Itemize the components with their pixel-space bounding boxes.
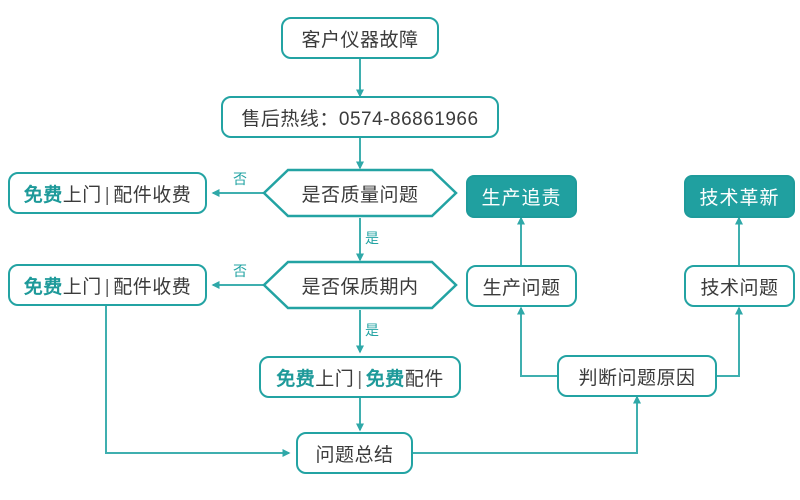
charge-parts-2-part-1: 上门 bbox=[62, 276, 102, 298]
edge-diagnose-to-production bbox=[517, 306, 557, 377]
free-all-part-0: 免费 bbox=[276, 368, 316, 390]
hexagon-shape-warranty bbox=[262, 260, 458, 310]
node-diagnose-label: 判断问题原因 bbox=[578, 367, 696, 389]
node-customer-fault[interactable]: 客户仪器故障 bbox=[281, 17, 439, 59]
edge-summary-to-diagnose bbox=[413, 395, 641, 454]
node-production-accountability[interactable]: 生产追责 bbox=[466, 175, 577, 218]
node-is-warranty[interactable]: 是否保质期内 bbox=[262, 260, 458, 310]
node-charge-parts-1-text: 免费上门|配件收费 bbox=[24, 180, 191, 207]
node-summary[interactable]: 问题总结 bbox=[296, 432, 413, 474]
free-all-part-2: | bbox=[357, 368, 363, 390]
node-summary-label: 问题总结 bbox=[315, 444, 394, 466]
charge-parts-1-part-0: 免费 bbox=[23, 184, 63, 206]
edge-label-quality-no: 否 bbox=[233, 171, 247, 187]
node-free-all[interactable]: 免费上门|免费配件 bbox=[259, 356, 461, 398]
node-hotline[interactable]: 售后热线：0574-86861966 bbox=[221, 96, 499, 138]
edge-label-quality-yes: 是 bbox=[365, 230, 379, 246]
node-charge-parts-1[interactable]: 免费上门|配件收费 bbox=[8, 172, 207, 214]
node-diagnose[interactable]: 判断问题原因 bbox=[557, 355, 717, 397]
charge-parts-2-part-2: | bbox=[104, 276, 111, 298]
node-free-all-text: 免费上门|免费配件 bbox=[276, 364, 444, 391]
node-charge-parts-2[interactable]: 免费上门|配件收费 bbox=[8, 264, 207, 306]
node-production-issue-label: 生产问题 bbox=[482, 277, 561, 299]
charge-parts-1-part-1: 上门 bbox=[62, 184, 102, 206]
edge-diagnose-to-technical bbox=[717, 306, 743, 377]
charge-parts-1-part-2: | bbox=[104, 184, 111, 206]
node-charge-parts-2-text: 免费上门|配件收费 bbox=[24, 272, 191, 299]
free-all-part-4: 配件 bbox=[404, 368, 444, 390]
node-is-warranty-label: 是否保质期内 bbox=[301, 276, 419, 298]
node-production-accountability-label: 生产追责 bbox=[481, 188, 562, 209]
node-technical-innovation[interactable]: 技术革新 bbox=[684, 175, 795, 218]
node-is-quality-label: 是否质量问题 bbox=[301, 184, 419, 206]
node-hotline-label: 售后热线：0574-86861966 bbox=[241, 108, 479, 130]
node-technical-innovation-label: 技术革新 bbox=[699, 188, 780, 209]
node-customer-fault-label: 客户仪器故障 bbox=[301, 29, 419, 51]
node-technical-issue-label: 技术问题 bbox=[700, 277, 779, 299]
free-all-part-3: 免费 bbox=[365, 368, 405, 390]
charge-parts-2-part-0: 免费 bbox=[23, 276, 63, 298]
hexagon-shape-quality bbox=[262, 168, 458, 218]
edge-label-warranty-yes: 是 bbox=[365, 322, 379, 338]
node-production-issue[interactable]: 生产问题 bbox=[466, 265, 577, 307]
charge-parts-1-part-3: 配件收费 bbox=[113, 184, 192, 206]
node-is-quality[interactable]: 是否质量问题 bbox=[262, 168, 458, 218]
edge-label-warranty-no: 否 bbox=[233, 263, 247, 279]
node-technical-issue[interactable]: 技术问题 bbox=[684, 265, 795, 307]
charge-parts-2-part-3: 配件收费 bbox=[113, 276, 192, 298]
free-all-part-1: 上门 bbox=[315, 368, 355, 390]
